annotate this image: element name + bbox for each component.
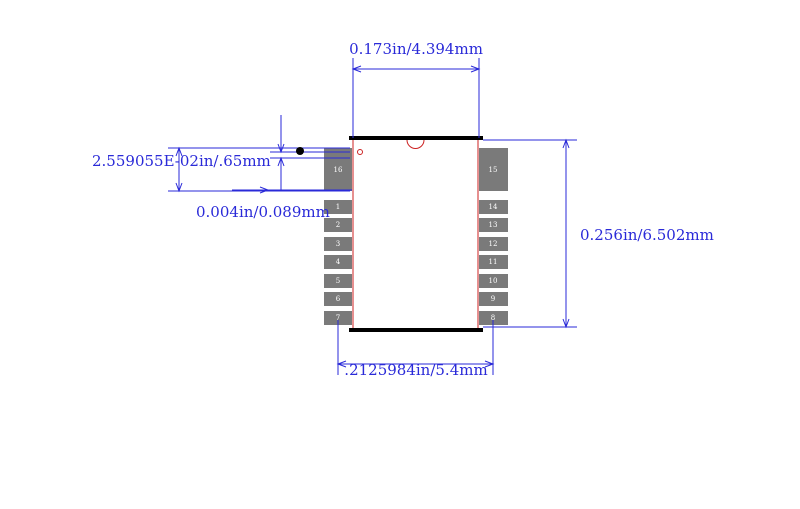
pin-label-14: 14 <box>489 203 498 211</box>
pad-8 <box>479 311 508 325</box>
pin-label-10: 10 <box>489 277 498 285</box>
pad-14 <box>479 200 508 214</box>
pin-label-6: 6 <box>336 295 341 303</box>
dim-body-length-label: 0.256in/6.502mm <box>580 226 714 244</box>
dim-footprint-span-label: .2125984in/5.4mm <box>344 361 487 379</box>
package-bottom-edge <box>349 328 483 332</box>
pin-labels: 16 1 2 3 4 5 6 7 15 14 13 12 11 10 9 8 <box>334 166 498 322</box>
pad-4 <box>324 255 352 269</box>
pin-label-11: 11 <box>489 258 498 266</box>
reference-dot-icon <box>296 147 304 155</box>
pad-3 <box>324 237 352 251</box>
pin-label-4: 4 <box>336 258 341 266</box>
pad-1 <box>324 200 352 214</box>
dim-pitch-label: 2.559055E-02in/.65mm <box>92 152 271 170</box>
dim-pad-gap: 0.004in/0.089mm <box>196 115 352 221</box>
pad-16 <box>324 148 352 191</box>
pin-label-15: 15 <box>489 166 498 174</box>
pad-2 <box>324 218 352 232</box>
pin-label-5: 5 <box>336 277 340 285</box>
pin-label-8: 8 <box>491 314 495 322</box>
pin-label-7: 7 <box>336 314 340 322</box>
pin-label-13: 13 <box>489 221 498 229</box>
pad-6 <box>324 292 352 306</box>
pad-12 <box>479 237 508 251</box>
pin-label-2: 2 <box>336 221 340 229</box>
pad-15 <box>479 148 508 191</box>
left-pads <box>324 148 352 325</box>
right-pads <box>479 148 508 325</box>
dim-pad-gap-label: 0.004in/0.089mm <box>196 203 330 221</box>
pin-label-1: 1 <box>336 203 340 211</box>
package-body-outline <box>352 138 479 330</box>
dim-pitch: 2.559055E-02in/.65mm <box>92 146 350 193</box>
pin1-marker-icon <box>357 149 363 155</box>
package-top-edge <box>349 136 483 140</box>
pad-7 <box>324 311 352 325</box>
pin-label-16: 16 <box>334 166 343 174</box>
pin-label-9: 9 <box>491 295 495 303</box>
pin-label-3: 3 <box>336 240 340 248</box>
pad-10 <box>479 274 508 288</box>
dim-body-length: 0.256in/6.502mm <box>483 138 714 329</box>
pad-11 <box>479 255 508 269</box>
pad-9 <box>479 292 508 306</box>
pin-label-12: 12 <box>489 240 498 248</box>
pad-13 <box>479 218 508 232</box>
pad-5 <box>324 274 352 288</box>
dim-footprint-span: .2125984in/5.4mm <box>336 320 495 379</box>
dim-body-width-label: 0.173in/4.394mm <box>349 40 483 58</box>
dim-body-width: 0.173in/4.394mm <box>349 40 483 138</box>
pin1-notch-icon <box>406 139 425 149</box>
